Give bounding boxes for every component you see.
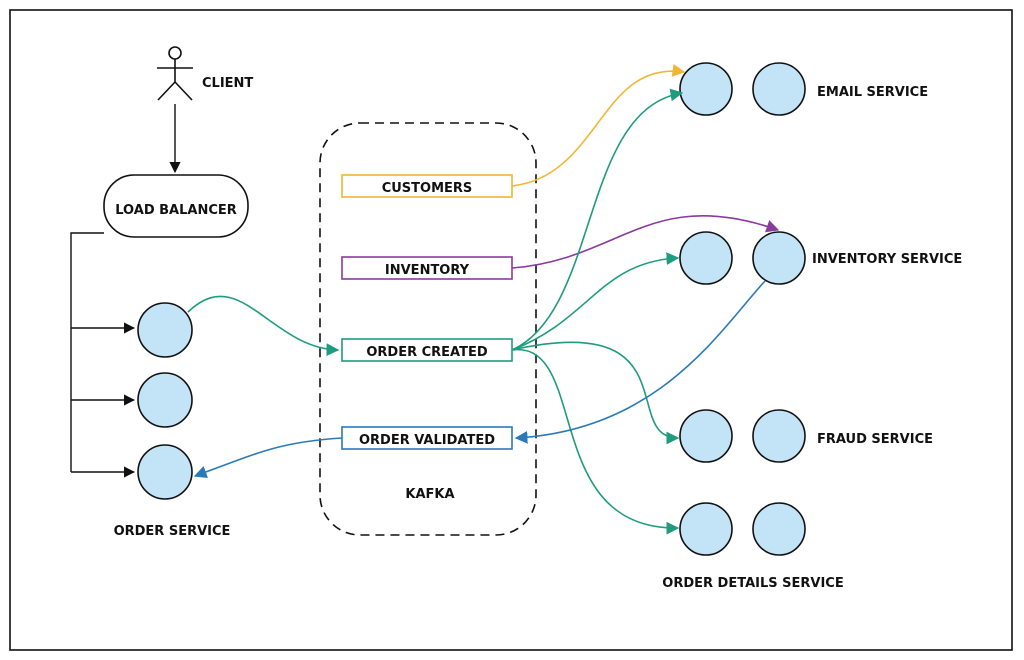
inventory-service-label: INVENTORY SERVICE	[812, 252, 962, 267]
fraud-service-instance-1	[679, 409, 733, 463]
order-service-instance-1	[137, 302, 193, 358]
topic-order-validated-label: ORDER VALIDATED	[359, 433, 495, 448]
load-balancer-label: LOAD BALANCER	[115, 203, 237, 218]
order-details-service-label: ORDER DETAILS SERVICE	[662, 576, 843, 591]
client-actor-icon	[157, 46, 193, 101]
order-validated-to-order-service-arrow	[193, 437, 343, 479]
customers-to-email-arrow	[511, 64, 686, 187]
load-balancer-box	[103, 174, 249, 238]
order-created-to-email-arrow	[511, 88, 684, 351]
order-created-to-fraud-arrow	[511, 341, 680, 445]
kafka-label: KAFKA	[405, 487, 454, 502]
email-service-instance-2	[752, 62, 806, 116]
topic-order-created-label: ORDER CREATED	[366, 345, 488, 360]
order-created-to-inventory-arrow	[511, 252, 680, 351]
inventory-service-instance-2	[752, 231, 806, 285]
order-details-service-instance-2	[752, 502, 806, 556]
order-service-to-order-created-arrow	[187, 295, 340, 357]
order-service-instance-2	[137, 372, 193, 428]
order-created-to-order-details-arrow	[511, 349, 680, 535]
client-label: CLIENT	[202, 76, 253, 91]
kafka-container	[319, 122, 537, 536]
topic-inventory-label: INVENTORY	[385, 263, 470, 278]
fraud-service-label: FRAUD SERVICE	[817, 432, 933, 447]
topic-customers-label: CUSTOMERS	[382, 181, 473, 196]
diagram-border	[9, 9, 1013, 651]
order-details-service-instance-1	[679, 502, 733, 556]
email-service-instance-1	[679, 62, 733, 116]
order-service-label: ORDER SERVICE	[114, 524, 231, 539]
order-service-instance-3	[137, 444, 193, 500]
email-service-label: EMAIL SERVICE	[817, 85, 928, 100]
inventory-to-order-validated-arrow	[514, 280, 766, 444]
fraud-service-instance-2	[752, 409, 806, 463]
inventory-to-inventory-service-arrow	[511, 214, 780, 269]
lb-fanout-lines	[70, 232, 136, 478]
inventory-service-instance-1	[679, 231, 733, 285]
